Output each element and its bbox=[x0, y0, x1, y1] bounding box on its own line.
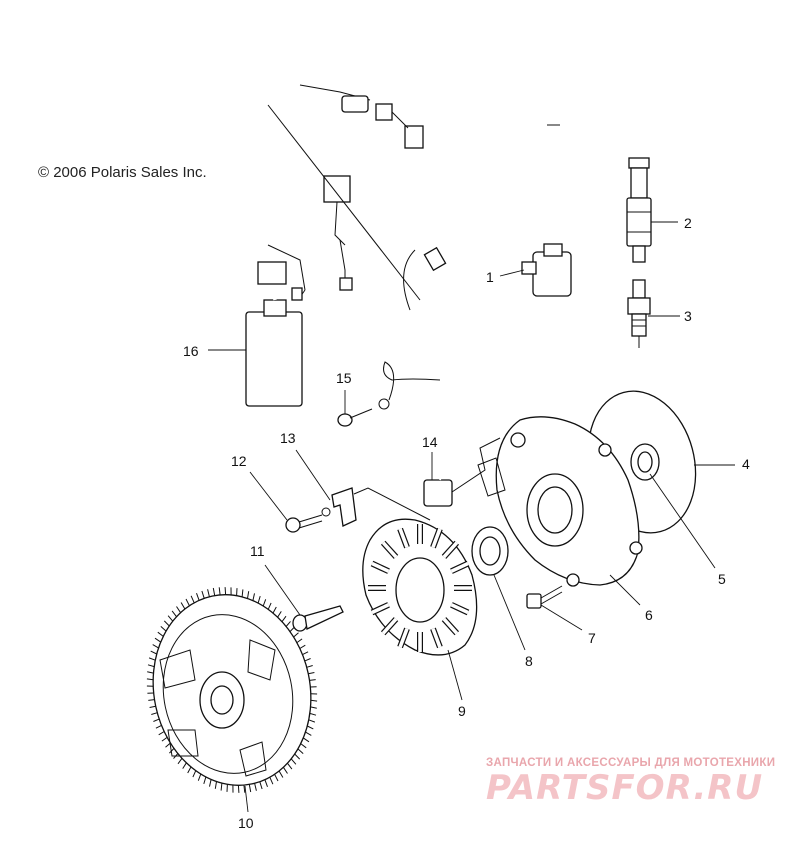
stator-fin bbox=[398, 528, 409, 548]
stator-fin bbox=[442, 541, 459, 559]
stator-fin bbox=[450, 561, 469, 573]
part-13-bracket bbox=[321, 487, 431, 527]
callout-8: 8 bbox=[525, 653, 533, 669]
callout-12: 12 bbox=[231, 453, 247, 469]
part-10-flywheel bbox=[146, 587, 318, 793]
callout-numbers: 1 2 3 4 5 6 7 8 9 10 11 12 13 14 15 16 bbox=[183, 215, 750, 831]
part-9-stator bbox=[362, 518, 478, 656]
stator-fin bbox=[431, 628, 442, 648]
leader-lines bbox=[208, 221, 735, 813]
callout-6: 6 bbox=[645, 607, 653, 623]
part-15-ground-screw bbox=[337, 361, 441, 427]
watermark-tagline: ЗАПЧАСТИ И АКСЕССУАРЫ ДЛЯ МОТОТЕХНИКИ bbox=[486, 757, 776, 769]
callout-7: 7 bbox=[588, 630, 596, 646]
stator-fin bbox=[371, 561, 390, 573]
callout-16: 16 bbox=[183, 343, 199, 359]
callout-4: 4 bbox=[742, 456, 750, 472]
callout-13: 13 bbox=[280, 430, 296, 446]
stator-fin bbox=[371, 603, 390, 615]
copyright-notice: © 2006 Polaris Sales Inc. bbox=[38, 164, 207, 181]
stator-fin bbox=[381, 541, 398, 559]
watermark-logo-text: PARTSFOR.RU bbox=[486, 768, 764, 808]
callout-1: 1 bbox=[486, 269, 494, 285]
part-5-seal bbox=[630, 443, 660, 481]
part-7-bolt bbox=[526, 585, 563, 609]
stator-fin bbox=[398, 628, 409, 648]
callout-15: 15 bbox=[336, 370, 352, 386]
callout-14: 14 bbox=[422, 434, 438, 450]
stator-fin bbox=[450, 603, 469, 615]
callout-9: 9 bbox=[458, 703, 466, 719]
part-11-bolt bbox=[292, 605, 344, 632]
callout-3: 3 bbox=[684, 308, 692, 324]
part-16-cdi-module-harness bbox=[245, 76, 424, 407]
callout-5: 5 bbox=[718, 571, 726, 587]
part-8-oil-seal bbox=[471, 526, 509, 576]
stator-fin bbox=[381, 617, 398, 635]
part-6-stator-housing bbox=[495, 416, 643, 587]
part-14-pickup-sensor bbox=[403, 246, 506, 507]
callout-10: 10 bbox=[238, 815, 254, 831]
part-3-spark-plug bbox=[627, 279, 651, 348]
part-12-screw bbox=[285, 514, 323, 533]
callout-2: 2 bbox=[684, 215, 692, 231]
callout-11: 11 bbox=[250, 543, 265, 559]
part-2-spark-plug-cap bbox=[626, 157, 652, 263]
stator-fin bbox=[442, 617, 459, 635]
part-1-ignition-coil bbox=[521, 28, 640, 297]
stator-fin bbox=[431, 528, 442, 548]
